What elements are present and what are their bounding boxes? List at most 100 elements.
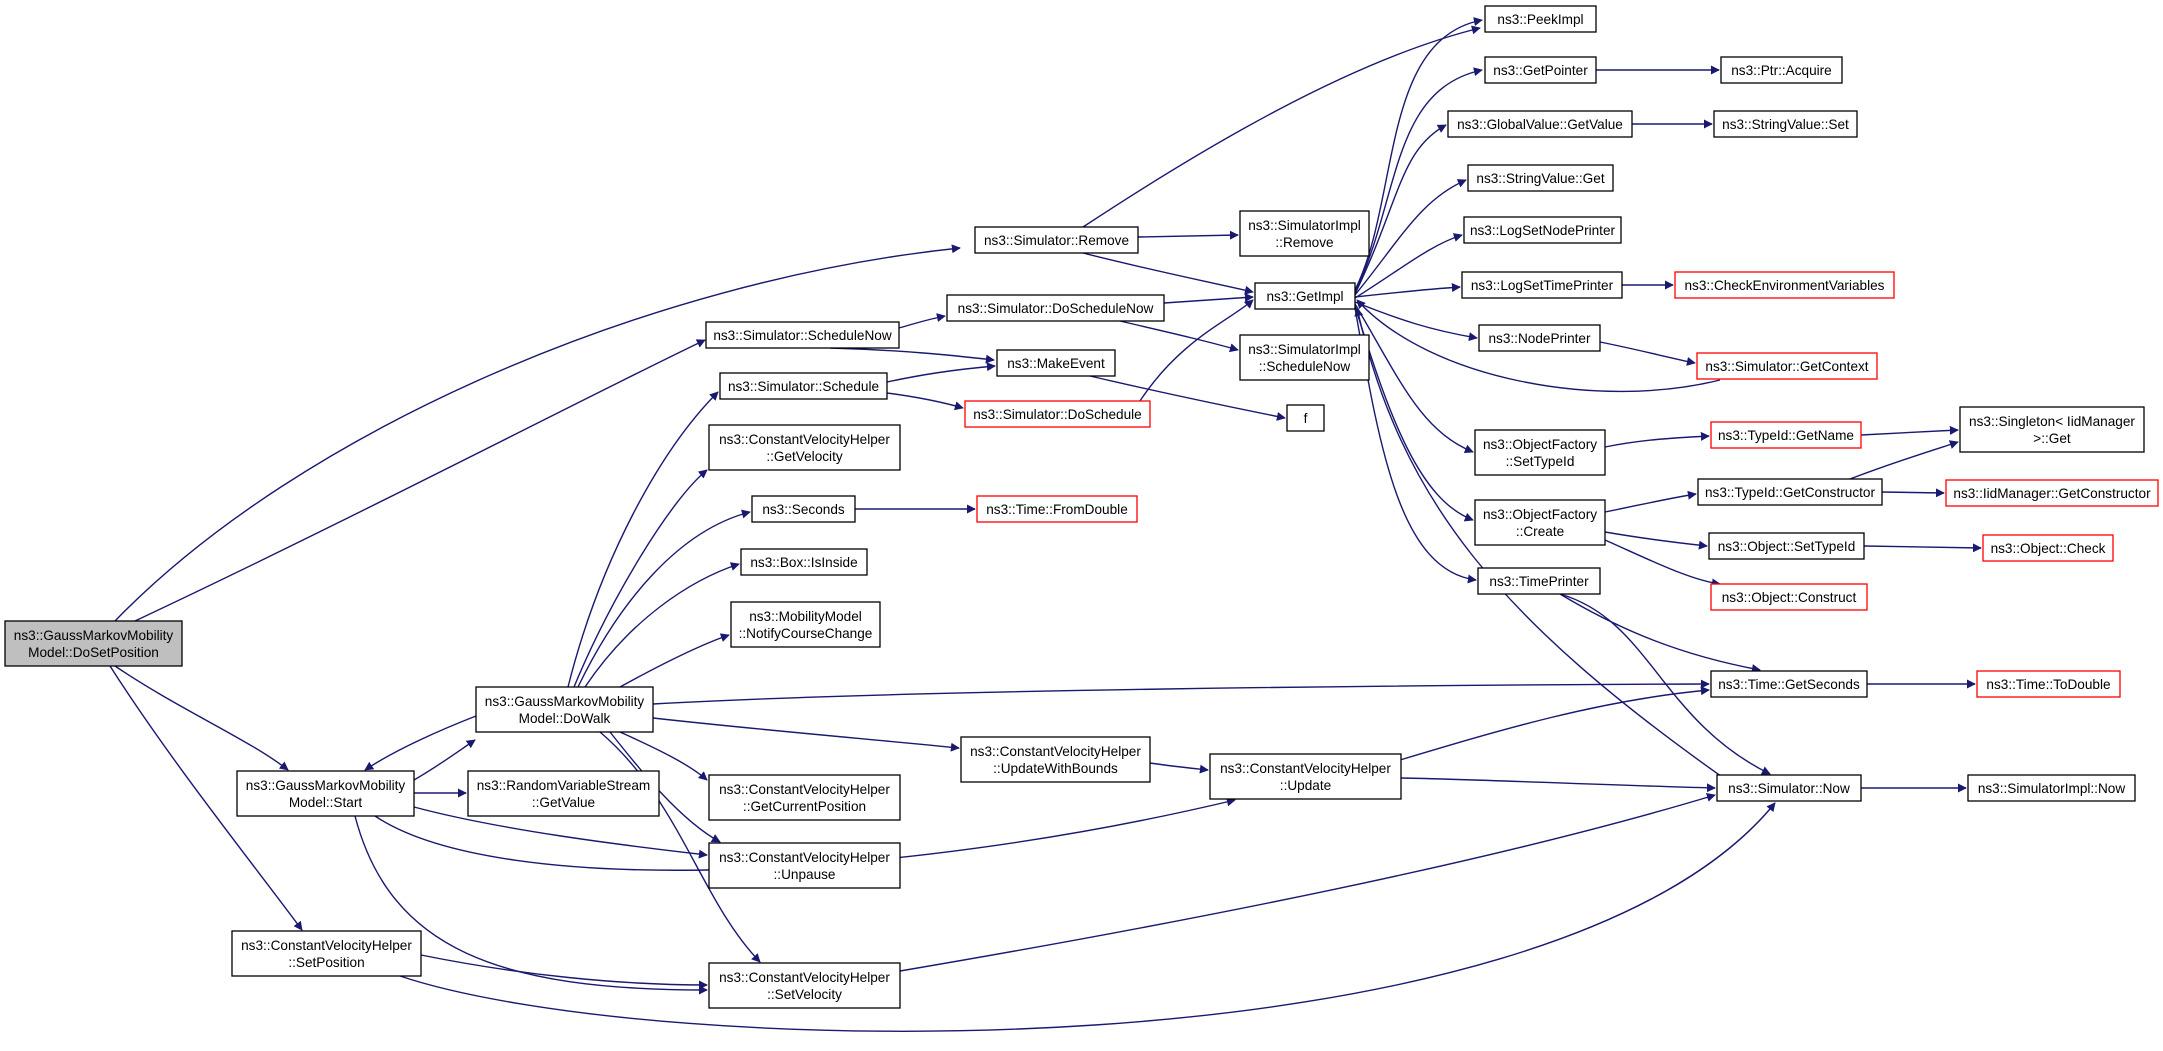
node-n26[interactable]: ns3::TypeId::GetName: [1710, 421, 1862, 449]
node-n13[interactable]: ns3::LogSetTimePrinter: [1461, 271, 1623, 299]
node-n45[interactable]: ns3::Simulator::Now: [1716, 774, 1862, 802]
edge-n32-n28: [1604, 490, 1697, 513]
node-n44[interactable]: ns3::RandomVariableStream::GetValue: [467, 770, 660, 817]
node-label: ns3::MakeEvent: [1007, 356, 1105, 371]
node-n14[interactable]: ns3::CheckEnvironmentVariables: [1674, 271, 1895, 299]
node-n25[interactable]: ns3::ObjectFactory::SetTypeId: [1474, 429, 1606, 476]
node-label: ns3::Time::ToDouble: [1986, 677, 2110, 692]
edge-n43-n45: [1400, 777, 1716, 793]
node-label: ::SetPosition: [288, 955, 364, 970]
edge-n20-n15: [1356, 299, 1721, 393]
node-n38[interactable]: ns3::MobilityModel::NotifyCourseChange: [730, 601, 881, 648]
node-box: [1477, 567, 1601, 595]
node-box: [1474, 429, 1606, 476]
node-box: [708, 842, 901, 889]
edge-arrow: [898, 313, 946, 329]
node-n42[interactable]: ns3::ConstantVelocityHelper::UpdateWithB…: [960, 736, 1151, 783]
node-label: ns3::SimulatorImpl::Now: [1978, 781, 2125, 796]
node-n12[interactable]: ns3::SimulatorImpl::Remove: [1239, 210, 1370, 257]
node-label: ::UpdateWithBounds: [993, 761, 1118, 776]
node-n21[interactable]: ns3::Simulator::Schedule: [719, 372, 888, 400]
node-n19[interactable]: ns3::MakeEvent: [996, 349, 1116, 377]
edge-arrow: [114, 665, 289, 771]
node-n29[interactable]: ns3::IidManager::GetConstructor: [1945, 479, 2159, 507]
edge-n16-n18: [1119, 320, 1239, 353]
edge-arrow: [399, 802, 1776, 1032]
edge-arrow: [109, 665, 303, 931]
node-n41[interactable]: ns3::Time::ToDouble: [1976, 670, 2121, 698]
node-n24[interactable]: ns3::ConstantVelocityHelper::GetVelocity: [708, 424, 901, 471]
node-label: ns3::LogSetTimePrinter: [1471, 278, 1614, 293]
node-box: [1239, 334, 1370, 381]
node-box: [1463, 216, 1622, 244]
edge-n15-n25: [1354, 303, 1474, 454]
node-n34[interactable]: ns3::Object::Check: [1982, 534, 2114, 562]
node-n46[interactable]: ns3::SimulatorImpl::Now: [1967, 774, 2136, 802]
node-n8[interactable]: ns3::GlobalValue::GetValue: [1447, 110, 1633, 138]
node-box: [1976, 670, 2121, 698]
edge-n4-n45: [399, 802, 1776, 1032]
node-n20[interactable]: ns3::Simulator::GetContext: [1696, 352, 1878, 380]
node-n47[interactable]: ns3::ConstantVelocityHelper::GetCurrentP…: [708, 774, 901, 821]
node-n27[interactable]: ns3::Singleton< IidManager>::Get: [1959, 406, 2145, 453]
node-n37[interactable]: ns3::Object::Construct: [1710, 583, 1868, 611]
node-n33[interactable]: ns3::Object::SetTypeId: [1708, 532, 1865, 560]
node-n16[interactable]: ns3::Simulator::DoScheduleNow: [946, 294, 1165, 322]
node-n49[interactable]: ns3::ConstantVelocityHelper::SetVelocity: [708, 962, 901, 1009]
edge-n15-n32: [1354, 305, 1474, 522]
edge-n3-n49: [354, 815, 708, 995]
node-n48[interactable]: ns3::ConstantVelocityHelper::Unpause: [708, 842, 901, 889]
node-n2[interactable]: ns3::Simulator::ScheduleNow: [705, 321, 900, 349]
node-box: [1710, 421, 1862, 449]
node-n6[interactable]: ns3::GetPointer: [1484, 56, 1597, 84]
edge-n17-n20: [1599, 341, 1696, 366]
node-box: [1474, 499, 1606, 546]
edge-n21-n22: [886, 392, 964, 411]
node-n28[interactable]: ns3::TypeId::GetConstructor: [1697, 478, 1883, 506]
node-n7[interactable]: ns3::Ptr::Acquire: [1720, 56, 1843, 84]
node-n0[interactable]: ns3::GaussMarkovMobilityModel::DoSetPosi…: [4, 620, 183, 667]
node-n23[interactable]: f: [1286, 404, 1325, 432]
edge-n2-n16: [898, 313, 946, 329]
edge-arrow: [1604, 431, 1710, 448]
node-n36[interactable]: ns3::TimePrinter: [1477, 567, 1601, 595]
edge-n4-n49: [420, 954, 708, 990]
node-n40[interactable]: ns3::Time::GetSeconds: [1710, 670, 1868, 698]
node-n30[interactable]: ns3::Seconds: [751, 495, 856, 523]
edge-n28-n27: [1849, 440, 1959, 480]
node-n43[interactable]: ns3::ConstantVelocityHelper::Update: [1209, 753, 1402, 800]
node-n15[interactable]: ns3::GetImpl: [1254, 282, 1356, 310]
node-n22[interactable]: ns3::Simulator::DoSchedule: [964, 400, 1151, 428]
edge-arrow: [1354, 301, 1478, 342]
node-n35[interactable]: ns3::Box::IsInside: [740, 548, 868, 576]
node-n1[interactable]: ns3::Simulator::Remove: [974, 226, 1139, 254]
node-n5[interactable]: ns3::PeekImpl: [1484, 5, 1597, 33]
node-n31[interactable]: ns3::Time::FromDouble: [976, 495, 1138, 523]
node-label: ns3::GlobalValue::GetValue: [1457, 117, 1623, 132]
node-label: ns3::CheckEnvironmentVariables: [1685, 278, 1885, 293]
node-box: [1697, 478, 1883, 506]
node-n32[interactable]: ns3::ObjectFactory::Create: [1474, 499, 1606, 546]
node-n9[interactable]: ns3::StringValue::Set: [1713, 110, 1858, 138]
node-box: [960, 736, 1151, 783]
node-box: [236, 770, 415, 817]
edge-arrow: [364, 715, 477, 771]
node-n4[interactable]: ns3::ConstantVelocityHelper::SetPosition: [231, 930, 422, 977]
node-box: [1959, 406, 2145, 453]
node-n17[interactable]: ns3::NodePrinter: [1478, 324, 1601, 352]
node-label: ns3::ObjectFactory: [1483, 437, 1597, 452]
node-box: [467, 770, 660, 817]
node-n11[interactable]: ns3::LogSetNodePrinter: [1463, 216, 1622, 244]
node-box: [1967, 774, 2136, 802]
node-box: [1484, 5, 1597, 33]
node-n18[interactable]: ns3::SimulatorImpl::ScheduleNow: [1239, 334, 1370, 381]
node-box: [946, 294, 1165, 322]
edge-arrow: [1604, 539, 1721, 588]
node-box: [1467, 164, 1614, 192]
edge-n15-n17: [1354, 301, 1478, 342]
node-label: ns3::Object::Construct: [1722, 590, 1857, 605]
node-n10[interactable]: ns3::StringValue::Get: [1467, 164, 1614, 192]
edge-arrow: [1354, 124, 1447, 295]
